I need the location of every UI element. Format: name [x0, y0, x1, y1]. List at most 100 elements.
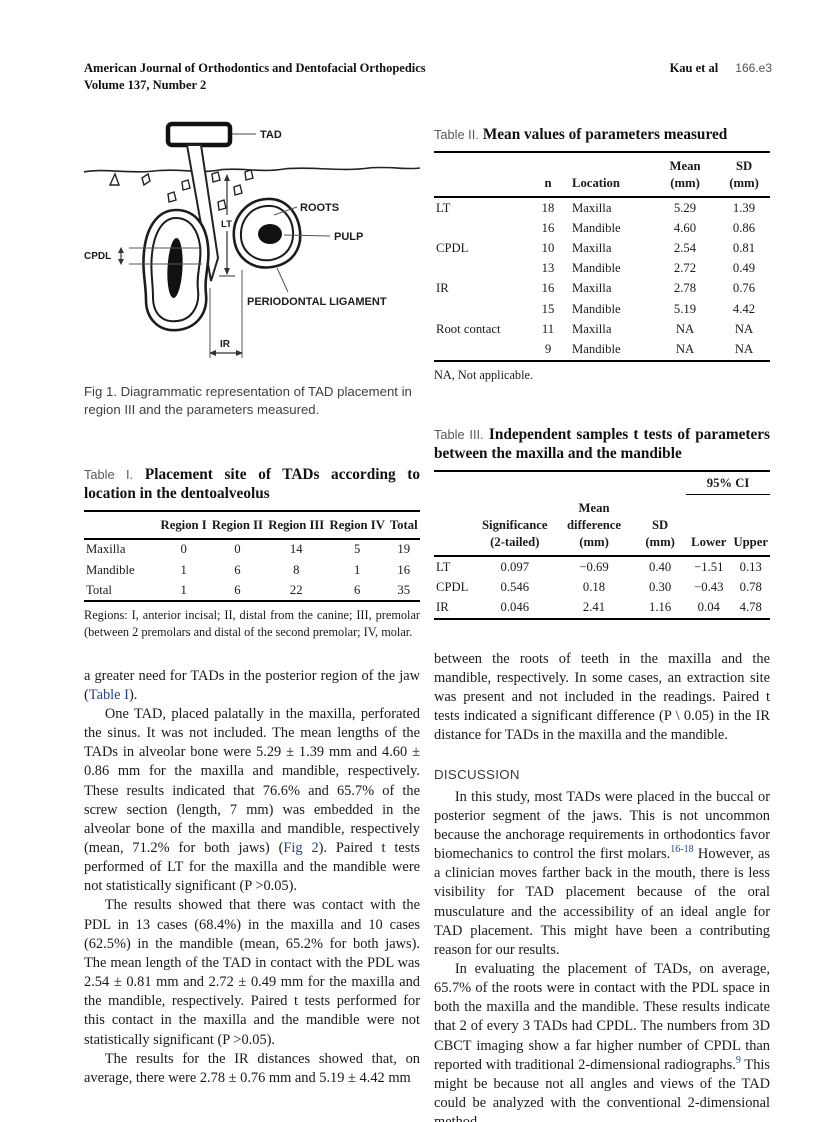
table-row: Root contact 11 Maxilla NA NA	[434, 319, 770, 339]
ir-label: IR	[220, 339, 231, 350]
data-cell: 13	[541, 261, 555, 276]
row-label-cell: IR	[436, 281, 449, 296]
data-cell: 0.76	[732, 281, 756, 296]
paragraph: In this study, most TADs were placed in …	[434, 788, 770, 958]
table-header-row: Region I Region II Region III Region IV …	[84, 510, 420, 540]
paragraph: The results showed that there was contac…	[84, 897, 420, 1048]
data-cell: 1	[354, 562, 361, 577]
data-cell: 0.78	[739, 580, 762, 595]
table-2-title: Table II. Mean values of parameters meas…	[434, 126, 728, 143]
data-cell: 22	[289, 582, 303, 597]
data-cell: 0	[180, 542, 187, 557]
folio-number: 166.e3	[735, 61, 772, 75]
data-cell: 6	[234, 582, 241, 597]
data-cell: 4.42	[732, 301, 756, 316]
data-cell: 2.78	[673, 281, 697, 296]
discussion-heading: DISCUSSION	[434, 766, 520, 782]
data-cell: Mandible	[572, 341, 621, 356]
data-cell: 16	[541, 221, 555, 236]
data-cell: 9	[544, 341, 552, 356]
data-cell: 2.41	[582, 600, 606, 615]
data-cell: 0	[234, 542, 241, 557]
pulp-label: PULP	[334, 231, 363, 243]
row-label-cell: CPDL	[436, 241, 469, 256]
table-3: 95% CI Significance (2-tailed) Mean diff…	[434, 470, 770, 620]
figure-caption: Fig 1. Diagrammatic representation of TA…	[84, 384, 412, 417]
running-head: American Journal of Orthodontics and Den…	[84, 60, 772, 94]
table-2-block: Table II. Mean values of parameters meas…	[434, 125, 770, 383]
bone-fragments	[108, 169, 254, 211]
data-cell: 11	[541, 321, 555, 336]
tad-head	[165, 121, 233, 148]
ci-header: 95% CI	[686, 471, 770, 496]
data-cell: 5.29	[673, 200, 697, 215]
table-1-footnote: Regions: I, anterior incisal; II, distal…	[84, 608, 420, 639]
data-cell: 0.18	[582, 580, 606, 595]
authors: Kau et al	[669, 61, 719, 75]
row-label-cell	[434, 339, 526, 360]
table-1: Region I Region II Region III Region IV …	[84, 509, 420, 603]
data-cell: 16	[541, 281, 555, 296]
data-cell: Mandible	[572, 301, 621, 316]
cross-reference-link[interactable]: Table I	[88, 686, 129, 703]
data-cell: −0.43	[694, 580, 724, 595]
table-header-row: Significance (2-tailed) Mean difference …	[434, 494, 770, 558]
ci-spanner-row: 95% CI	[434, 471, 770, 496]
data-cell: NA	[675, 341, 695, 356]
journal-info: American Journal of Orthodontics and Den…	[84, 60, 426, 94]
citation-link[interactable]: 16-18	[670, 844, 694, 856]
data-cell: 1.39	[732, 200, 756, 215]
data-cell: NA	[734, 321, 754, 336]
cross-reference-link[interactable]: Fig 2	[283, 840, 319, 856]
periodontal-ligament-label: PERIODONTAL LIGAMENT	[247, 296, 387, 308]
row-label-cell: CPDL	[436, 580, 469, 595]
row-label-cell: IR	[436, 600, 449, 615]
data-cell: 2.72	[673, 261, 697, 276]
discussion-section: DISCUSSION In this study, most TADs were…	[434, 767, 770, 1122]
tad-label: TAD	[260, 129, 282, 141]
table-1-title: Table I. Placement site of TADs accordin…	[84, 465, 420, 502]
data-cell: 1.16	[649, 600, 672, 615]
data-cell: −0.69	[579, 559, 609, 574]
data-cell: 0.546	[500, 580, 530, 595]
data-cell: Maxilla	[572, 321, 612, 336]
table-header-row: n Location Mean (mm) SD (mm)	[434, 152, 770, 199]
table-row: 9 Mandible NA NA	[434, 339, 770, 360]
table-3-block: Table III. Independent samples t tests o…	[434, 425, 770, 620]
table-3-title: Table III. Independent samples t tests o…	[434, 426, 770, 463]
data-cell: 19	[397, 542, 411, 557]
table-2-label: Table II.	[434, 127, 479, 142]
table-3-label: Table III.	[434, 427, 484, 443]
paragraph: a greater need for TADs in the posterior…	[84, 667, 420, 703]
row-label-cell	[434, 219, 526, 239]
data-cell: Maxilla	[572, 241, 612, 256]
data-cell: 1	[180, 582, 187, 597]
discussion-body: In this study, most TADs were placed in …	[434, 788, 770, 1122]
left-tooth-canal	[167, 238, 183, 298]
row-label-cell: Maxilla	[86, 542, 126, 557]
paragraph: The results for the IR distances showed …	[84, 1050, 420, 1086]
table-2-footnote: NA, Not applicable.	[434, 367, 534, 382]
paragraph: One TAD, placed palatally in the maxilla…	[84, 705, 420, 895]
data-cell: 10	[541, 241, 555, 256]
data-cell: NA	[675, 321, 695, 336]
data-cell: Mandible	[572, 261, 621, 276]
data-cell: 0.046	[500, 600, 530, 615]
figure-1: TAD	[83, 118, 421, 419]
citation-link[interactable]: 9	[735, 1054, 741, 1066]
data-cell: NA	[734, 341, 754, 356]
data-cell: 0.81	[732, 241, 756, 256]
row-label-cell: Root contact	[436, 321, 501, 336]
data-cell: 14	[289, 542, 303, 557]
table-1-label: Table I.	[84, 466, 134, 482]
row-label-cell: Mandible	[86, 562, 135, 577]
